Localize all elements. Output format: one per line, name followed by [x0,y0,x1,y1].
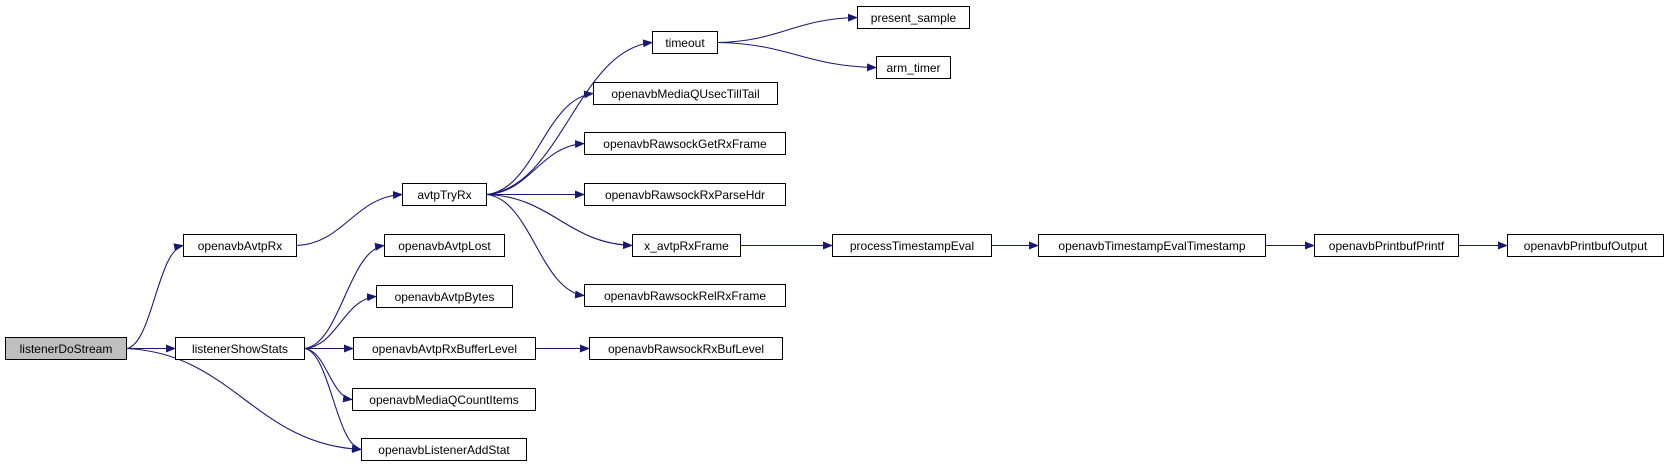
node-openavbPrintbufPrintf[interactable]: openavbPrintbufPrintf [1314,234,1459,257]
edge-timeout-to-arm_timer [717,41,877,72]
edge-avtpTryRx-to-x_avtpRxFrame [486,193,633,250]
node-openavbAvtpBytes[interactable]: openavbAvtpBytes [376,285,513,308]
node-listenerDoStream: listenerDoStream [5,337,127,360]
node-present_sample[interactable]: present_sample [857,6,970,29]
edge-avtpTryRx-to-openavbMediaQUsecTillTail [486,90,594,196]
node-openavbAvtpLost[interactable]: openavbAvtpLost [384,234,505,257]
node-openavbRawsockGetRxFrame[interactable]: openavbRawsockGetRxFrame [584,132,786,155]
node-openavbTimestampEvalTimestamp[interactable]: openavbTimestampEvalTimestamp [1038,234,1266,257]
node-openavbMediaQCountItems[interactable]: openavbMediaQCountItems [352,388,536,411]
node-openavbAvtpRxBufferLevel[interactable]: openavbAvtpRxBufferLevel [353,337,536,360]
edge-openavbAvtpRx-to-avtpTryRx [296,190,403,247]
node-openavbAvtpRx[interactable]: openavbAvtpRx [183,234,297,257]
edge-avtpTryRx-to-openavbRawsockGetRxFrame [486,140,585,196]
edge-listenerDoStream-to-openavbAvtpRx [126,243,184,350]
node-avtpTryRx[interactable]: avtpTryRx [402,183,487,206]
node-openavbRawsockRelRxFrame[interactable]: openavbRawsockRelRxFrame [584,284,786,307]
edge-listenerShowStats-to-openavbAvtpBytes [304,293,377,350]
edge-timeout-to-present_sample [717,13,858,44]
node-arm_timer[interactable]: arm_timer [876,56,951,79]
edge-avtpTryRx-to-openavbRawsockRelRxFrame [486,193,585,299]
edge-listenerShowStats-to-openavbAvtpLost [304,242,385,350]
node-processTimestampEval[interactable]: processTimestampEval [832,234,992,257]
edge-avtpTryRx-to-timeout [486,39,653,196]
node-openavbRawsockRxParseHdr[interactable]: openavbRawsockRxParseHdr [584,183,786,206]
edge-listenerShowStats-to-openavbListenerAddStat [304,347,362,452]
edge-listenerShowStats-to-openavbMediaQCountItems [304,347,353,403]
node-openavbPrintbufOutput[interactable]: openavbPrintbufOutput [1507,234,1664,257]
node-openavbListenerAddStat[interactable]: openavbListenerAddStat [361,438,527,461]
node-x_avtpRxFrame[interactable]: x_avtpRxFrame [632,234,741,257]
node-openavbRawsockRxBufLevel[interactable]: openavbRawsockRxBufLevel [589,337,783,360]
edge-listenerDoStream-to-openavbListenerAddStat [126,347,362,454]
node-openavbMediaQUsecTillTail[interactable]: openavbMediaQUsecTillTail [593,82,778,105]
node-listenerShowStats[interactable]: listenerShowStats [175,337,305,360]
node-timeout[interactable]: timeout [652,31,718,54]
